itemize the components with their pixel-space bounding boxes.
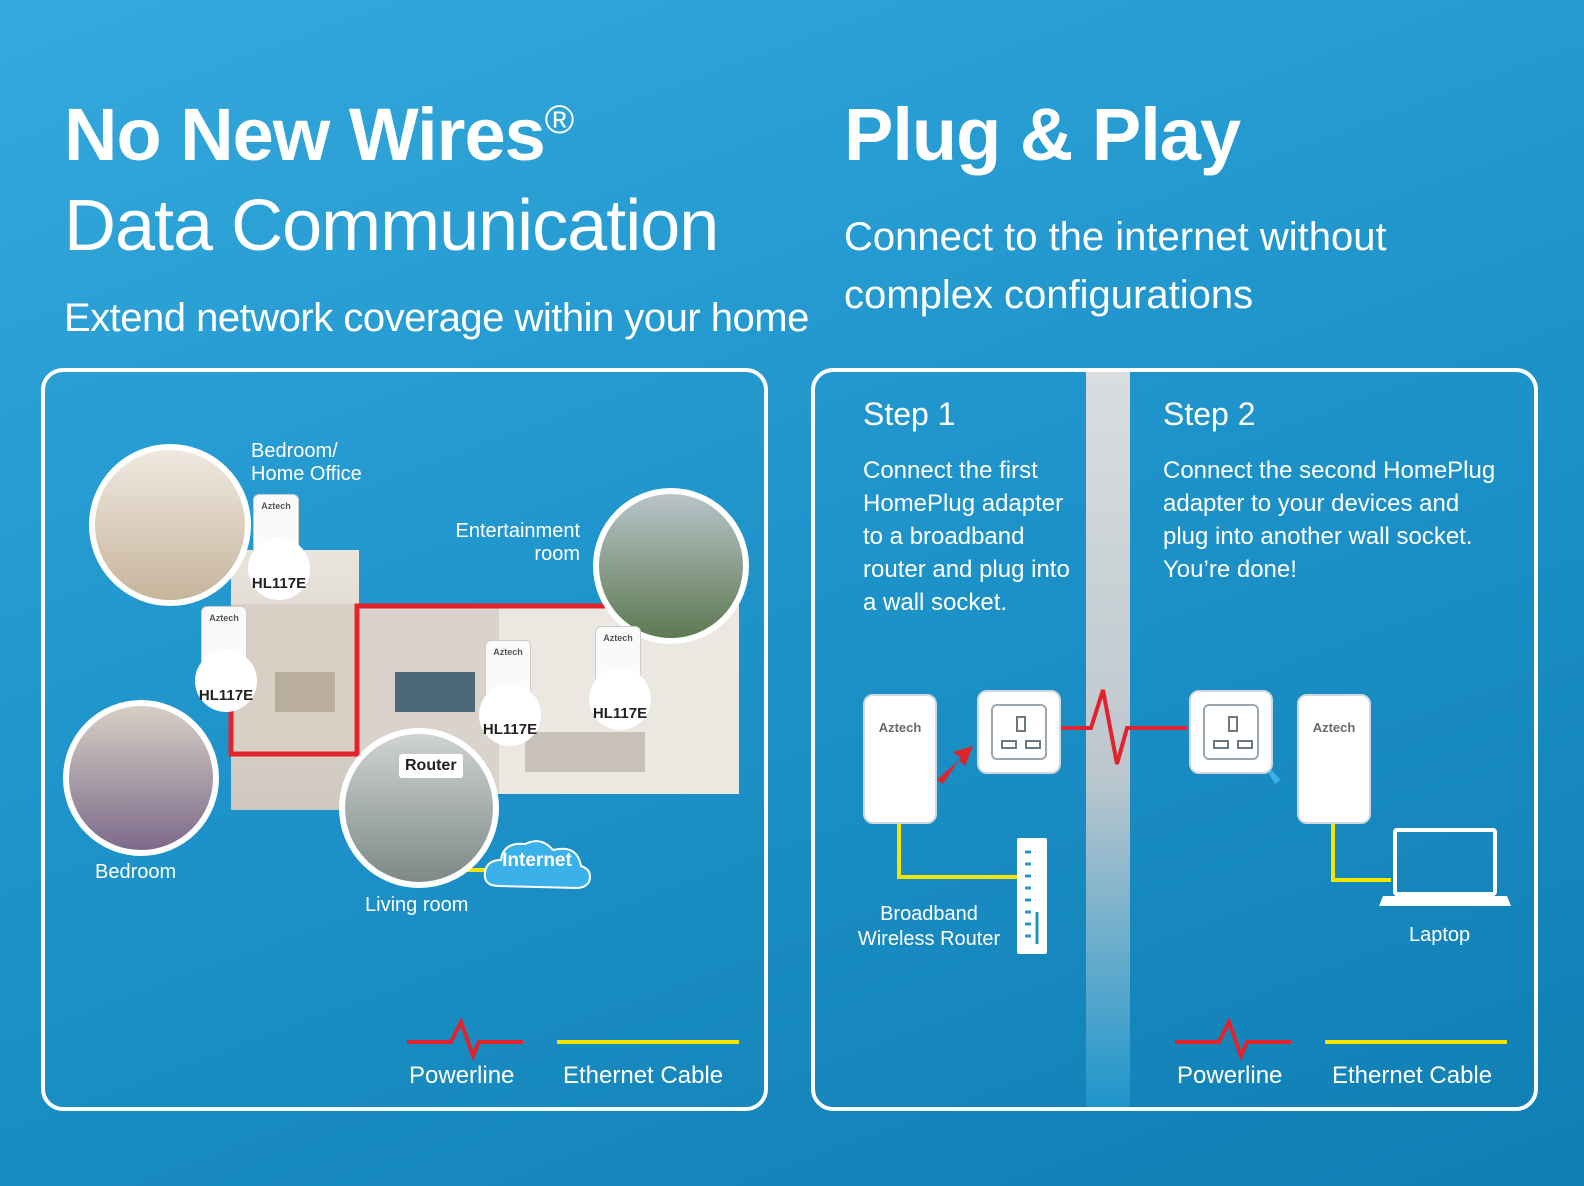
right-title: Plug & Play (844, 93, 1241, 176)
living-room-photo (339, 728, 499, 888)
label-bedroom-office: Bedroom/ Home Office (251, 440, 362, 485)
left-title-line2: Data Communication (64, 186, 719, 266)
step1-title: Step 1 (863, 396, 956, 432)
router-label: Broadband Wireless Router (857, 903, 1001, 950)
legend-ethernet: Ethernet Cable (563, 1062, 724, 1089)
label-living-room: Living room (365, 894, 469, 916)
label-bedroom: Bedroom (95, 861, 177, 883)
model-badge-entertainment: HL117E (589, 668, 651, 730)
legend-powerline-right: Powerline (1177, 1062, 1283, 1089)
wall-socket-1 (977, 690, 1061, 774)
wall-socket-2 (1189, 690, 1273, 774)
homeplug-adapter-2: Aztech (1297, 694, 1371, 824)
bedroom-office-photo (89, 444, 251, 606)
left-subtitle: Extend network coverage within your home (64, 296, 809, 340)
ethernet-legend-line (557, 1040, 739, 1044)
model-badge-bedroom: HL117E (195, 650, 257, 712)
entertainment-room-photo (593, 488, 749, 644)
powerline-legend-line (407, 1018, 523, 1060)
ethernet-legend-line-right (1325, 1040, 1507, 1044)
left-title: No New Wires® (64, 93, 575, 176)
legend-powerline: Powerline (409, 1062, 515, 1089)
home-network-panel: Aztech HL117E Aztech HL117E Aztech HL117… (41, 368, 768, 1111)
step1-text: Connect the first HomePlug adapter to a … (863, 457, 1070, 616)
model-badge-bedroom-office: HL117E (248, 538, 310, 600)
step2-title: Step 2 (1163, 396, 1256, 432)
internet-cloud-icon (483, 840, 591, 890)
label-entertainment-room: Entertainment room (455, 520, 580, 565)
registered-mark: ® (544, 98, 575, 142)
laptop-label: Laptop (1409, 924, 1471, 946)
router-tag: Router (399, 754, 463, 778)
plug-and-play-panel: Step 1 Connect the first HomePlug adapte… (811, 368, 1538, 1111)
plug-arrow-red (937, 746, 973, 784)
powerline-legend-line-right (1175, 1018, 1291, 1060)
homeplug-adapter-1: Aztech (863, 694, 937, 824)
legend-ethernet-right: Ethernet Cable (1332, 1062, 1493, 1089)
bedroom-photo (63, 700, 219, 856)
right-subtitle: Connect to the internet without complex … (844, 215, 1387, 317)
model-badge-center: HL117E (479, 684, 541, 746)
step2-text: Connect the second HomePlug adapter to y… (1163, 457, 1496, 583)
internet-label: Internet (502, 850, 572, 871)
